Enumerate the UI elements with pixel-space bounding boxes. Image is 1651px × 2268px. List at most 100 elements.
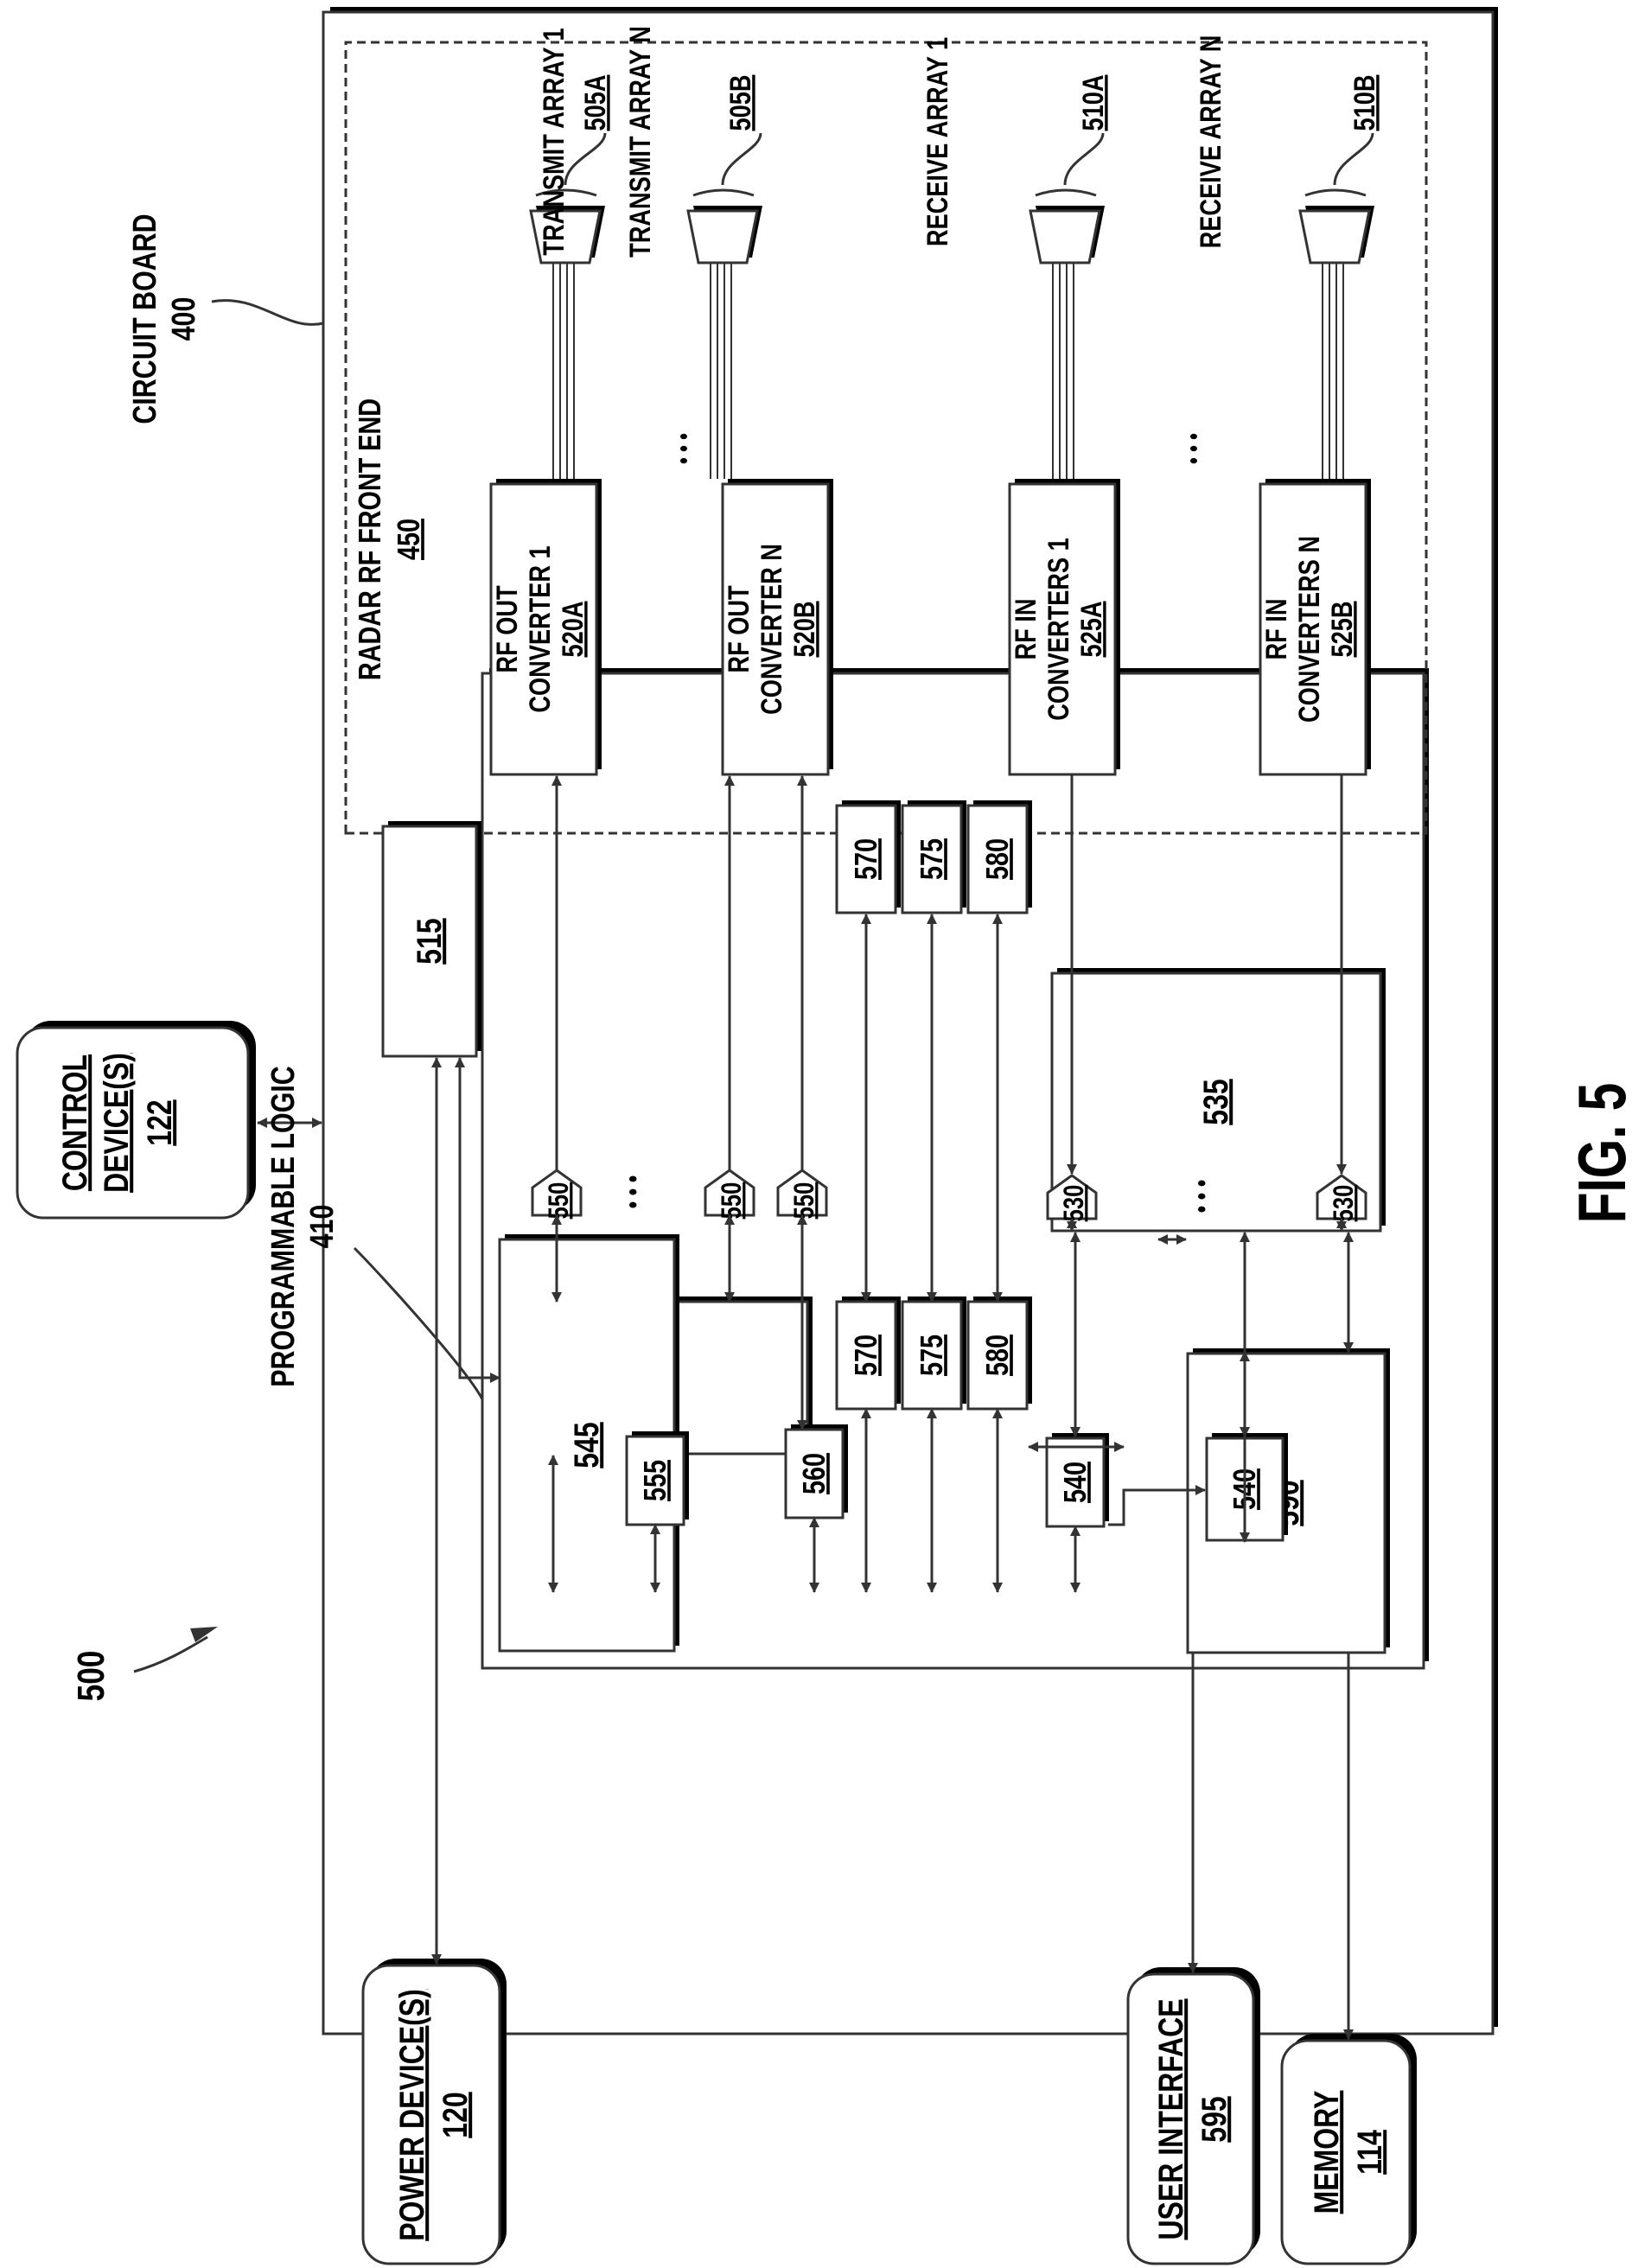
user-interface-ref: 595 [1195,2096,1233,2142]
power-devices-line1: POWER DEVICE(S) [392,1989,431,2241]
block-570-outer: 570 [835,800,901,914]
block-560-label: 560 [796,1453,832,1494]
conn-515-565 [455,1057,500,1383]
rf-out-converter-1-line1: RF OUT [490,585,524,672]
adc-530-ellipsis: • • • [1186,1180,1215,1214]
antenna-rx1-brace [1035,132,1105,197]
adc-530-group: 530 530 • • • [1046,1174,1367,1222]
dac-550-extra [776,1169,828,1217]
programmable-logic-ref: 410 [304,1205,341,1249]
control-devices: CONTROL DEVICE(S) 122 [16,1021,322,1220]
dac-550-n-label: 550 [717,1182,747,1220]
figure-number: FIG. 5 [1565,1083,1640,1224]
figure-ref-500: 500 [70,1627,218,1701]
rf-in-converter-1-line2: CONVERTERS 1 [1042,538,1075,720]
rf-out-converter-n-box [721,482,830,776]
block-575-inner-label: 575 [914,1335,949,1376]
figure-ref-leader [133,1635,208,1673]
rf-front-end-ref: 450 [391,519,426,560]
receive-array-n-ref: 510B [1348,75,1381,131]
block-515-label: 515 [410,918,449,964]
block-555-label: 555 [637,1460,673,1501]
block-580-inner-label: 580 [979,1335,1015,1376]
block-575-inner: 575 [901,1296,966,1411]
block-580-inner: 580 [966,1296,1032,1411]
rf-out-converter-1-ref: 520A [556,602,590,658]
rf-front-end-ellipsis-in: • • • [1181,433,1208,464]
antenna-rx1 [1029,209,1101,264]
rf-in-converter-1-line1: RF IN [1009,599,1042,660]
block-555: 555 [625,1431,689,1526]
dac-550-group: 550 550 550 • • • [531,1169,828,1220]
conn-540left-540right [1108,1485,1206,1526]
circuit-board-label: CIRCUIT BOARD [127,213,163,424]
antenna-tx1-brace [535,132,607,197]
rf-out-converter-1-line2: CONVERTER 1 [523,545,557,712]
receive-array-n-label: RECEIVE ARRAY N [1194,35,1227,249]
rf-out-converter-1: RF OUT CONVERTER 1 520A [489,479,602,776]
control-devices-ref: 122 [140,1099,179,1145]
control-devices-line1: CONTROL [55,1054,94,1191]
block-535-box [1050,972,1382,1233]
transmit-array-n-label: TRANSMIT ARRAY N [623,26,657,258]
rf-out-converter-n-line2: CONVERTER N [755,544,788,715]
memory-box [1280,2039,1412,2265]
user-interface-box [1126,1972,1255,2265]
figure-ref-arrowhead [190,1627,218,1642]
block-575-outer: 575 [901,800,966,914]
transmit-array-n-ref: 505B [724,75,757,131]
memory-ref: 114 [1350,2130,1389,2175]
block-535-label: 535 [1196,1079,1235,1124]
rf-in-converter-n-box [1259,482,1367,776]
receive-array-1-label: RECEIVE ARRAY 1 [921,37,954,246]
adc-530-n [1316,1174,1367,1220]
connections [431,774,1354,2040]
dac-550-1 [531,1169,583,1217]
rf-in-converter-n: RF IN CONVERTERS N 525B [1259,479,1371,776]
adc-530-1 [1046,1174,1098,1220]
rf-in-converter-n-line2: CONVERTERS N [1292,536,1326,723]
user-interface-line1: USER INTERFACE [1151,1998,1190,2239]
rf-in-converter-1-ref: 525A [1074,602,1108,658]
dac-550-1-label: 550 [544,1182,574,1220]
rf-in-converter-n-line1: RF IN [1259,599,1293,660]
block-570-inner: 570 [835,1296,901,1411]
rf-in-converter-1: RF IN CONVERTERS 1 525A [1008,479,1120,776]
circuit-board-ref: 400 [166,297,202,341]
memory: MEMORY 114 [1280,2034,1417,2265]
power-devices: POWER DEVICE(S) 120 [361,1959,507,2265]
block-575-outer-label: 575 [914,838,949,880]
adc-530-n-label: 530 [1329,1185,1359,1222]
dac-550-ellipsis: • • • [617,1175,647,1209]
power-devices-box [361,1964,501,2265]
control-devices-box [16,1026,250,1220]
antenna-txn-brace [692,132,762,197]
rf-front-end-ellipsis-out: • • • [671,433,698,464]
figure-ref-label: 500 [70,1651,112,1702]
transmit-array-1-label: TRANSMIT ARRAY 1 [537,28,571,255]
antenna-feed-lines [552,263,1344,479]
figure-label: FIG. 5 [1565,1083,1640,1224]
dac-550-extra-label: 550 [789,1182,819,1220]
antenna-txn [686,209,759,264]
block-580-outer-label: 580 [979,838,1015,880]
transmit-array-1-ref: 505A [578,75,612,131]
block-570-inner-label: 570 [848,1335,883,1376]
block-580-outer-box [966,804,1029,914]
antenna-arrays: TRANSMIT ARRAY 1 505A TRANSMIT ARRAY N 5… [529,26,1381,264]
rf-out-converter-n-ref: 520B [787,602,821,658]
block-570-outer-box [835,804,897,914]
block-515-box [381,825,478,1058]
dac-550-n [704,1169,755,1217]
antenna-rxn-brace [1304,132,1374,197]
user-interface: USER INTERFACE 595 [1126,1967,1260,2265]
block-540-left-label: 540 [1057,1462,1093,1503]
block-535: 535 [1050,968,1386,1233]
programmable-logic-label: PROGRAMMABLE LOGIC [265,1066,302,1387]
rf-out-converter-n-line1: RF OUT [722,585,755,672]
rf-out-converter-n: RF OUT CONVERTER N 520B [721,479,833,776]
block-545-label: 545 [567,1422,606,1468]
antenna-tx1 [529,209,602,264]
